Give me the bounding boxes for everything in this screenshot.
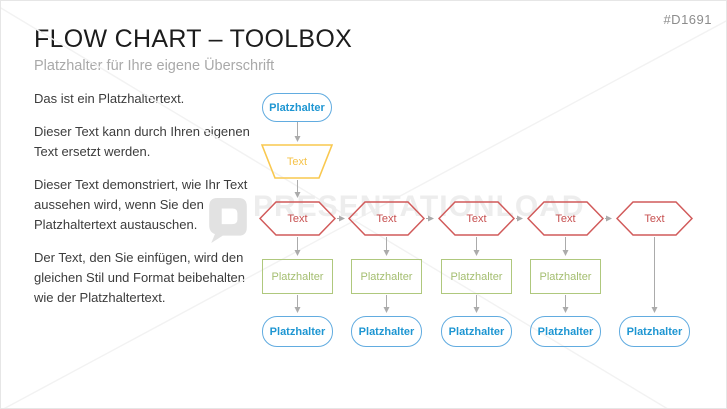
node-label: Text — [466, 212, 487, 225]
node-label: Platzhalter — [360, 270, 413, 283]
flowchart-decision-node: Text — [527, 201, 604, 236]
node-label: Platzhalter — [271, 270, 324, 283]
node-label: Platzhalter — [448, 325, 505, 338]
flowchart-terminal-node: Platzhalter — [530, 316, 601, 347]
node-label: Text — [644, 212, 665, 225]
flowchart-start-node: Platzhalter — [262, 93, 332, 122]
flowchart-terminal-node: Platzhalter — [262, 316, 333, 347]
node-label: Text — [376, 212, 397, 225]
flowchart-decision-node: Text — [438, 201, 515, 236]
intro-paragraph: Dieser Text kann durch Ihren eigenen Tex… — [34, 124, 250, 159]
flowchart-trapezoid-node: Text — [261, 144, 333, 179]
watermark-logo — [209, 198, 247, 243]
flowchart-process-node: Platzhalter — [530, 259, 601, 294]
node-label: Platzhalter — [626, 325, 683, 338]
flowchart-process-node: Platzhalter — [351, 259, 422, 294]
node-label: Platzhalter — [269, 325, 326, 338]
node-label: Platzhalter — [537, 325, 594, 338]
page-subtitle: Platzhalter für Ihre eigene Überschrift — [34, 58, 275, 74]
flowchart-terminal-node: Platzhalter — [441, 316, 512, 347]
flowchart-process-node: Platzhalter — [262, 259, 333, 294]
flowchart-decision-node: Text — [348, 201, 425, 236]
page-title: FLOW CHART – TOOLBOX — [34, 25, 353, 53]
node-label: Platzhalter — [269, 101, 325, 114]
node-label: Text — [287, 212, 308, 225]
flowchart-decision-node: Text — [259, 201, 336, 236]
flowchart-terminal-node: Platzhalter — [619, 316, 690, 347]
flowchart-terminal-node: Platzhalter — [351, 316, 422, 347]
intro-paragraph: Das ist ein Platzhaltertext. — [34, 91, 185, 106]
node-label: Text — [286, 155, 308, 168]
flowchart-decision-node: Text — [616, 201, 693, 236]
slide-code: #D1691 — [663, 12, 712, 27]
node-label: Platzhalter — [450, 270, 503, 283]
intro-paragraph: Der Text, den Sie einfügen, wird den gle… — [34, 250, 246, 305]
node-label: Platzhalter — [358, 325, 415, 338]
node-label: Platzhalter — [539, 270, 592, 283]
flowchart-process-node: Platzhalter — [441, 259, 512, 294]
node-label: Text — [555, 212, 576, 225]
